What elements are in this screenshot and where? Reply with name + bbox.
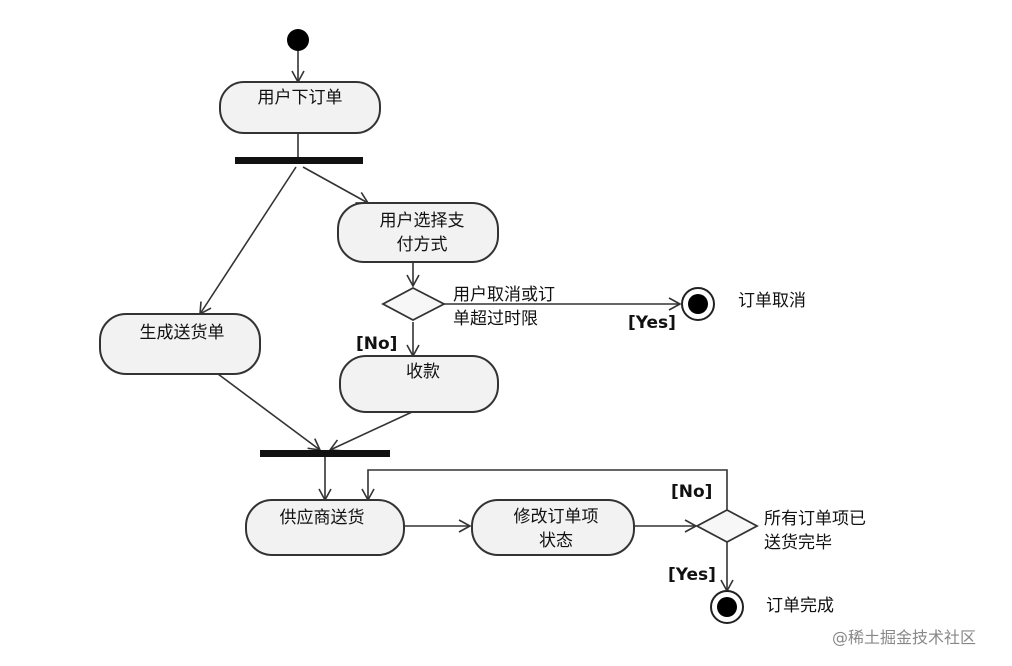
- decision-cancel-label-line1: 用户取消或订: [453, 285, 555, 305]
- activity-choose-payment-label-line2: 付方式: [397, 235, 448, 255]
- guard-no-loop: [No]: [671, 482, 712, 502]
- decision-cancel: [381, 286, 446, 322]
- guard-yes-done: [Yes]: [668, 565, 716, 585]
- edge-fork-to-payment: [302, 166, 370, 204]
- activity-generate-delivery: 生成送货单: [99, 313, 261, 375]
- fork-bar: [235, 157, 363, 164]
- final-node-cancelled: [681, 287, 715, 321]
- activity-place-order-label: 用户下订单: [258, 88, 343, 108]
- final-cancelled-label: 订单取消: [738, 291, 806, 311]
- decision-all-delivered: [695, 508, 759, 544]
- join-bar: [260, 450, 390, 457]
- edge-loop-no: [361, 469, 728, 510]
- watermark: @稀土掘金技术社区: [832, 628, 976, 647]
- edge-delivery-to-join: [217, 373, 322, 451]
- activity-place-order: 用户下订单: [219, 81, 381, 134]
- decision-all-delivered-label-line2: 送货完毕: [764, 533, 832, 553]
- guard-no-cancel: [No]: [356, 334, 397, 354]
- activity-choose-payment-label-line1: 用户选择支: [380, 211, 465, 231]
- edge-fork-to-delivery: [199, 166, 297, 316]
- activity-choose-payment: 用户选择支 付方式: [337, 202, 499, 263]
- guard-yes-cancel: [Yes]: [628, 313, 676, 333]
- edge-collect-to-join: [328, 411, 413, 452]
- activity-collect-payment: 收款: [339, 355, 499, 413]
- activity-update-status-label-line2: 状态: [539, 531, 573, 551]
- activity-supplier-delivery-label: 供应商送货: [280, 508, 365, 528]
- activity-supplier-delivery: 供应商送货: [245, 499, 405, 556]
- activity-update-status: 修改订单项 状态: [471, 499, 635, 556]
- final-complete-label: 订单完成: [766, 596, 834, 616]
- activity-generate-delivery-label: 生成送货单: [140, 323, 225, 343]
- decision-cancel-label-line2: 单超过时限: [453, 309, 538, 329]
- decision-all-delivered-label-line1: 所有订单项已: [764, 509, 866, 529]
- activity-update-status-label-line1: 修改订单项: [514, 507, 599, 527]
- final-node-complete: [710, 590, 744, 624]
- initial-node: [287, 29, 309, 51]
- activity-collect-payment-label: 收款: [406, 362, 440, 382]
